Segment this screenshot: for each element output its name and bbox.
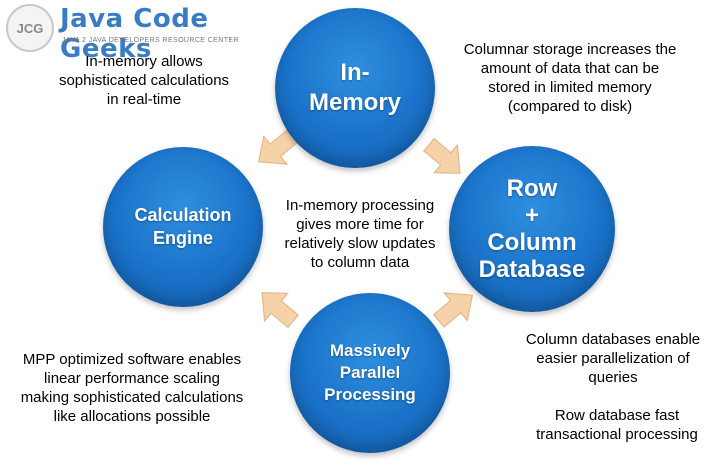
note-columnar-storage: Columnar storage increases the amount of… [463, 41, 677, 115]
note-in-memory: In-memory allows sophisticated calculati… [58, 53, 230, 108]
node-in-memory: In- Memory [275, 8, 435, 168]
logo-title: Java Code Geeks [60, 4, 209, 64]
logo-badge-text: JCG [16, 20, 44, 36]
node-massively-parallel-processing-label: Massively Parallel Processing [324, 341, 416, 404]
note-row-database: Row database fast transactional processi… [536, 407, 698, 443]
logo-badge: JCG [6, 4, 54, 52]
logo: JCG Java Code Geeks JAVA 2 JAVA DEVELOPE… [4, 2, 264, 64]
node-row-column-database-label: Row + Column Database [478, 175, 586, 283]
node-calculation-engine-label: Calculation Engine [134, 205, 232, 248]
note-column-databases: Column databases enable easier paralleli… [525, 331, 701, 386]
logo-tagline: JAVA 2 JAVA DEVELOPERS RESOURCE CENTER [62, 37, 239, 44]
node-massively-parallel-processing: Massively Parallel Processing [290, 293, 450, 453]
node-calculation-engine: Calculation Engine [103, 147, 263, 307]
note-mpp: MPP optimized software enables linear pe… [20, 351, 244, 425]
arrow-bottom-left [261, 292, 300, 329]
node-in-memory-label: In- Memory [308, 59, 402, 116]
arrow-bottom-right [432, 292, 474, 328]
note-center: In-memory processing gives more time for… [284, 197, 436, 271]
node-row-column-database: Row + Column Database [449, 146, 615, 312]
arrow-top-right [422, 137, 461, 174]
